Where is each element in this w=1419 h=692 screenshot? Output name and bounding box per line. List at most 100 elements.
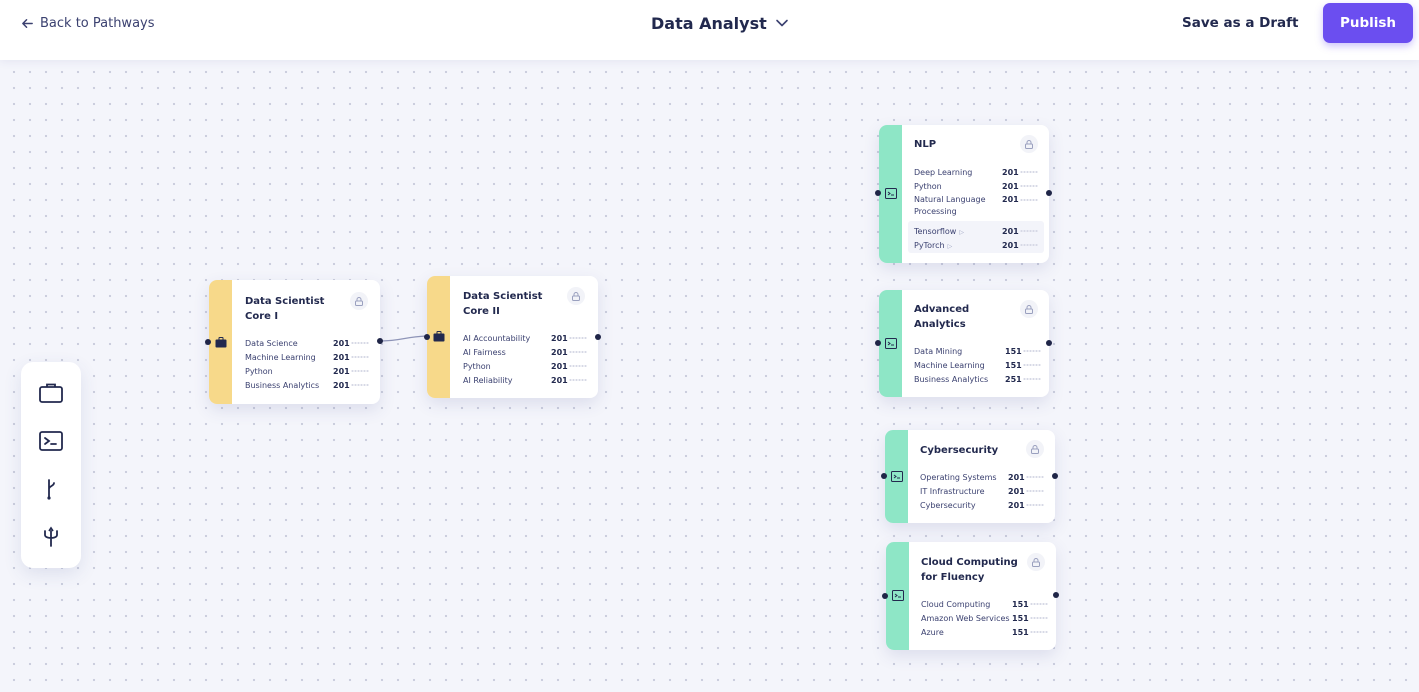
input-port[interactable] <box>875 190 881 196</box>
add-course-tool[interactable] <box>37 380 65 406</box>
skill-level-bar <box>1023 349 1041 353</box>
skill-row: IT Infrastructure 201 <box>920 485 1050 497</box>
skill-level-bar <box>1030 630 1048 634</box>
node-stripe <box>879 290 902 397</box>
skill-level-bar <box>1023 377 1041 381</box>
node-toolbar <box>21 362 81 568</box>
skill-row: Cloud Computing 151 <box>921 598 1051 610</box>
skill-name: Azure <box>921 627 944 637</box>
skill-row: Python 201 <box>245 365 375 377</box>
skill-row: Machine Learning 151 <box>914 359 1044 371</box>
output-port[interactable] <box>377 338 383 344</box>
skill-level-bar <box>1020 229 1038 233</box>
skill-name: Natural Language Processing <box>914 195 986 216</box>
node-nlp[interactable]: NLP Deep Learning 201 Python 201 Natural… <box>875 125 1052 263</box>
skill-name: Deep Learning <box>914 167 973 177</box>
skill-level: 151 <box>1005 360 1022 370</box>
node-title: NLP <box>914 139 937 150</box>
skill-level-bar <box>1020 243 1038 247</box>
skill-name: Machine Learning <box>914 360 985 370</box>
node-cybersecurity[interactable]: Cybersecurity Operating Systems 201 IT I… <box>881 430 1058 523</box>
pathway-canvas[interactable]: Data Scientist Core I Data Science 201 M… <box>0 60 1419 692</box>
skill-level-bar <box>351 369 369 373</box>
node-data-scientist-core-1[interactable]: Data Scientist Core I Data Science 201 M… <box>205 280 383 404</box>
subskill-group <box>908 221 1044 253</box>
skill-row: Azure 151 <box>921 626 1051 638</box>
skill-level: 151 <box>1012 627 1029 637</box>
skill-level-bar <box>351 341 369 345</box>
skill-name: IT Infrastructure <box>920 486 985 496</box>
skill-row: Natural Language Processing 201 <box>914 194 1044 218</box>
lock-icon[interactable] <box>1020 300 1038 318</box>
lock-icon[interactable] <box>1027 553 1045 571</box>
briefcase-icon <box>39 383 63 403</box>
lock-icon[interactable] <box>350 292 368 310</box>
input-port[interactable] <box>881 473 887 479</box>
skill-row: Deep Learning 201 <box>914 166 1044 178</box>
skill-name: Data Science <box>245 338 298 348</box>
skill-name: Data Mining <box>914 346 963 356</box>
skill-level-bar <box>1020 170 1038 174</box>
skill-row: Python 201 <box>914 180 1044 192</box>
node-data-scientist-core-2[interactable]: Data Scientist Core II AI Accountability… <box>424 276 601 398</box>
skill-row: Operating Systems 201 <box>920 471 1050 483</box>
skill-level-bar <box>569 364 587 368</box>
skill-level: 201 <box>551 347 568 357</box>
skill-name: PyTorch▷ <box>914 240 953 250</box>
skill-level: 201 <box>1008 472 1025 482</box>
skill-level-bar <box>351 355 369 359</box>
add-terminal-tool[interactable] <box>37 428 65 454</box>
caret-right-icon: ▷ <box>959 228 964 236</box>
skill-level: 201 <box>333 338 350 348</box>
skill-row: Data Mining 151 <box>914 345 1044 357</box>
lock-icon[interactable] <box>1026 440 1044 458</box>
terminal-icon <box>891 590 904 601</box>
skill-level: 201 <box>1008 500 1025 510</box>
pathway-title-dropdown[interactable]: Data Analyst <box>651 12 789 34</box>
skill-level: 151 <box>1012 599 1029 609</box>
terminal-icon <box>884 188 897 199</box>
input-port[interactable] <box>875 340 881 346</box>
terminal-icon <box>39 431 63 451</box>
add-fork-tool[interactable] <box>37 524 65 550</box>
subskill-row[interactable]: PyTorch▷ 201 <box>914 239 1044 251</box>
top-header: Back to Pathways Data Analyst Save as a … <box>0 0 1419 60</box>
skill-row: Python 201 <box>463 360 593 372</box>
back-label: Back to Pathways <box>40 15 155 31</box>
skill-name: Cloud Computing <box>921 599 991 609</box>
publish-button[interactable]: Publish <box>1323 3 1413 43</box>
output-port[interactable] <box>1053 592 1059 598</box>
skill-name: AI Accountability <box>463 333 531 343</box>
skill-row: Data Science 201 <box>245 337 375 349</box>
skill-level: 151 <box>1012 613 1029 623</box>
skill-level-bar <box>1026 489 1044 493</box>
skill-row: Business Analytics 201 <box>245 379 375 391</box>
output-port[interactable] <box>595 334 601 340</box>
input-port[interactable] <box>882 593 888 599</box>
add-branch-tool[interactable] <box>37 476 65 502</box>
save-draft-button[interactable]: Save as a Draft <box>1182 15 1299 31</box>
node-advanced-analytics[interactable]: Advanced Analytics Data Mining 151 Machi… <box>875 290 1052 397</box>
output-port[interactable] <box>1046 340 1052 346</box>
input-port[interactable] <box>205 339 211 345</box>
chevron-down-icon <box>775 19 788 27</box>
node-stripe <box>885 430 908 523</box>
node-title: Advanced Analytics <box>914 304 970 330</box>
subskill-row[interactable]: Tensorflow▷ 201 <box>914 225 1044 237</box>
input-port[interactable] <box>424 334 430 340</box>
node-title: Data Scientist Core I <box>245 296 325 322</box>
back-to-pathways-link[interactable]: Back to Pathways <box>21 14 155 32</box>
skill-row: AI Reliability 201 <box>463 374 593 386</box>
output-port[interactable] <box>1046 190 1052 196</box>
node-cloud-computing[interactable]: Cloud Computing for Fluency Cloud Comput… <box>882 542 1059 650</box>
terminal-icon <box>884 338 897 349</box>
lock-icon[interactable] <box>1020 135 1038 153</box>
terminal-icon <box>890 471 903 482</box>
skill-level: 201 <box>551 333 568 343</box>
lock-icon[interactable] <box>567 287 585 305</box>
skill-level: 201 <box>1002 240 1019 250</box>
skill-level: 201 <box>1002 181 1019 191</box>
skill-level: 201 <box>1002 167 1019 177</box>
output-port[interactable] <box>1052 473 1058 479</box>
skill-level-bar <box>1030 602 1048 606</box>
